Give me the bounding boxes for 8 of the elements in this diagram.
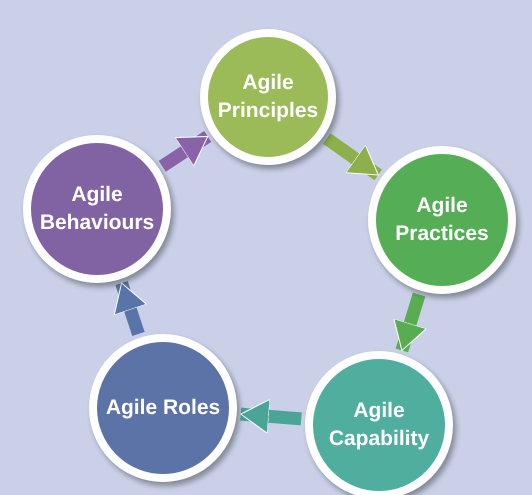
block-arrow [114, 280, 147, 336]
block-arrow [393, 292, 427, 352]
node-label: Agile Roles [104, 394, 222, 421]
node-label: Agile Behaviours [38, 182, 156, 236]
node-label: Agile Principles [216, 70, 320, 124]
node-label: Agile Practices [394, 192, 490, 247]
node-label: Agile Capability [328, 398, 430, 452]
block-arrow [240, 398, 302, 434]
